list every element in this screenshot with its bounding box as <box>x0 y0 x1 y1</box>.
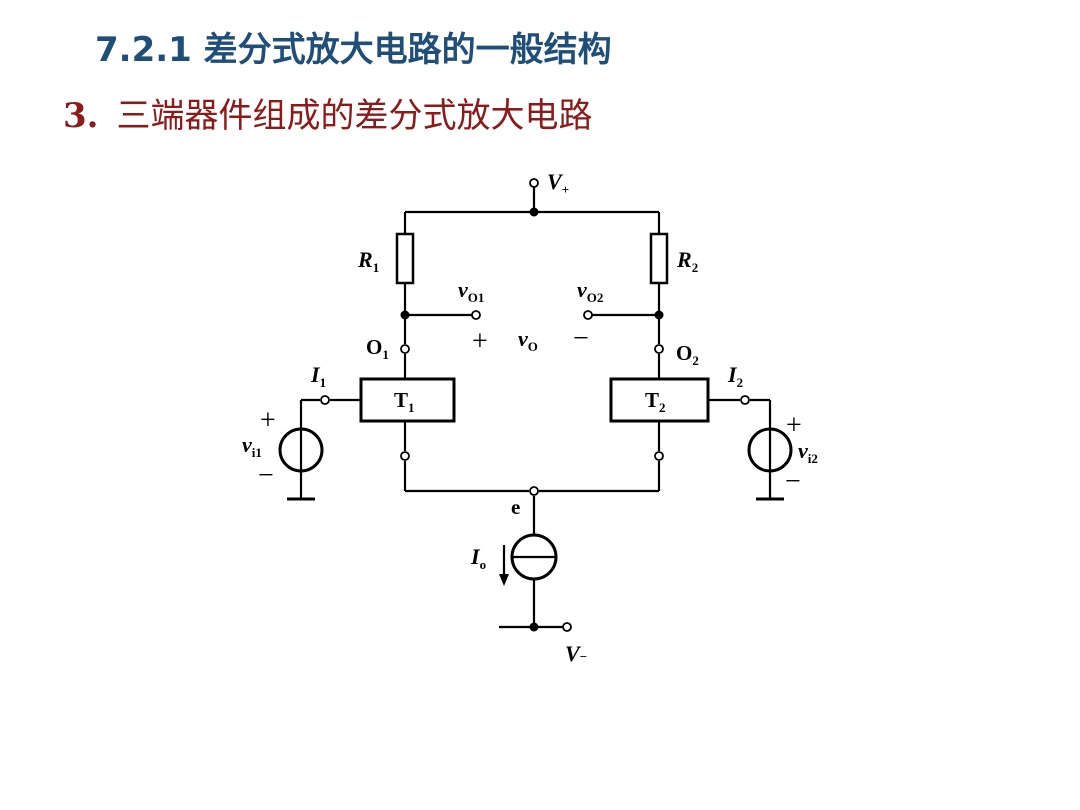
label-vo-plus: + <box>472 326 488 357</box>
resistor-r1 <box>395 232 415 285</box>
label-o1: O1 <box>366 335 389 362</box>
subtitle-text: 三端器件组成的差分式放大电路 <box>116 96 593 136</box>
terminal-t1-bottom <box>400 451 410 461</box>
label-vo2: vO2 <box>577 277 603 305</box>
junction-o2 <box>654 310 664 320</box>
label-vi1-plus: + <box>260 405 276 436</box>
terminal-e <box>529 486 539 496</box>
terminal-o2 <box>654 344 664 354</box>
label-vi2: vi2 <box>798 438 818 466</box>
label-r2: R2 <box>676 247 698 275</box>
resistor-r2 <box>649 232 669 285</box>
label-vo: vO <box>518 326 538 354</box>
label-i2: I2 <box>727 362 743 390</box>
terminal-o1 <box>400 344 410 354</box>
device-t2 <box>609 377 710 423</box>
label-vminus: V− <box>565 641 587 666</box>
label-vi2-plus: + <box>786 410 802 441</box>
terminal-i2 <box>740 395 750 405</box>
junction-top <box>529 207 539 217</box>
label-vi1: vi1 <box>242 432 262 460</box>
terminal-vo2 <box>583 310 593 320</box>
terminal-vo1 <box>471 310 481 320</box>
terminal-i1 <box>320 395 330 405</box>
junction-bottom <box>529 622 539 632</box>
label-vi2-minus: − <box>785 466 801 497</box>
label-t2: T2 <box>645 388 666 415</box>
label-e: e <box>511 495 520 519</box>
subtitle: 3. 三端器件组成的差分式放大电路 <box>63 88 593 137</box>
terminal-vminus <box>562 622 572 632</box>
io-arrow-head <box>499 574 509 586</box>
label-i1: I1 <box>310 362 326 390</box>
label-vplus: V+ <box>547 169 569 197</box>
label-io: Io <box>470 544 486 572</box>
terminal-t2-bottom <box>654 451 664 461</box>
label-r1: R1 <box>357 247 379 275</box>
subtitle-number: 3. <box>63 96 99 136</box>
label-vo-minus: − <box>573 323 589 354</box>
label-o2: O2 <box>676 341 699 368</box>
label-t1: T1 <box>394 388 415 415</box>
label-vi1-minus: − <box>258 460 274 491</box>
device-t1 <box>359 377 456 423</box>
section-title: 7.2.1 差分式放大电路的一般结构 <box>95 30 612 70</box>
terminal-vplus <box>529 178 539 188</box>
label-vo1: vO1 <box>458 277 484 305</box>
junction-o1 <box>400 310 410 320</box>
